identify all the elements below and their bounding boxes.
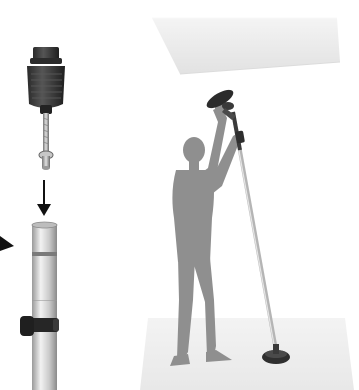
right-panel xyxy=(140,18,354,390)
pole-adapter-head xyxy=(27,47,65,114)
support-pole xyxy=(232,112,276,350)
left-panel xyxy=(0,47,65,390)
down-arrow-icon xyxy=(37,180,51,216)
pole-tube xyxy=(32,222,57,390)
ceiling-panel xyxy=(152,18,340,74)
side-arrow-icon xyxy=(0,236,14,251)
floor-mat xyxy=(140,318,354,390)
adapter-threaded-bolt xyxy=(39,113,53,170)
